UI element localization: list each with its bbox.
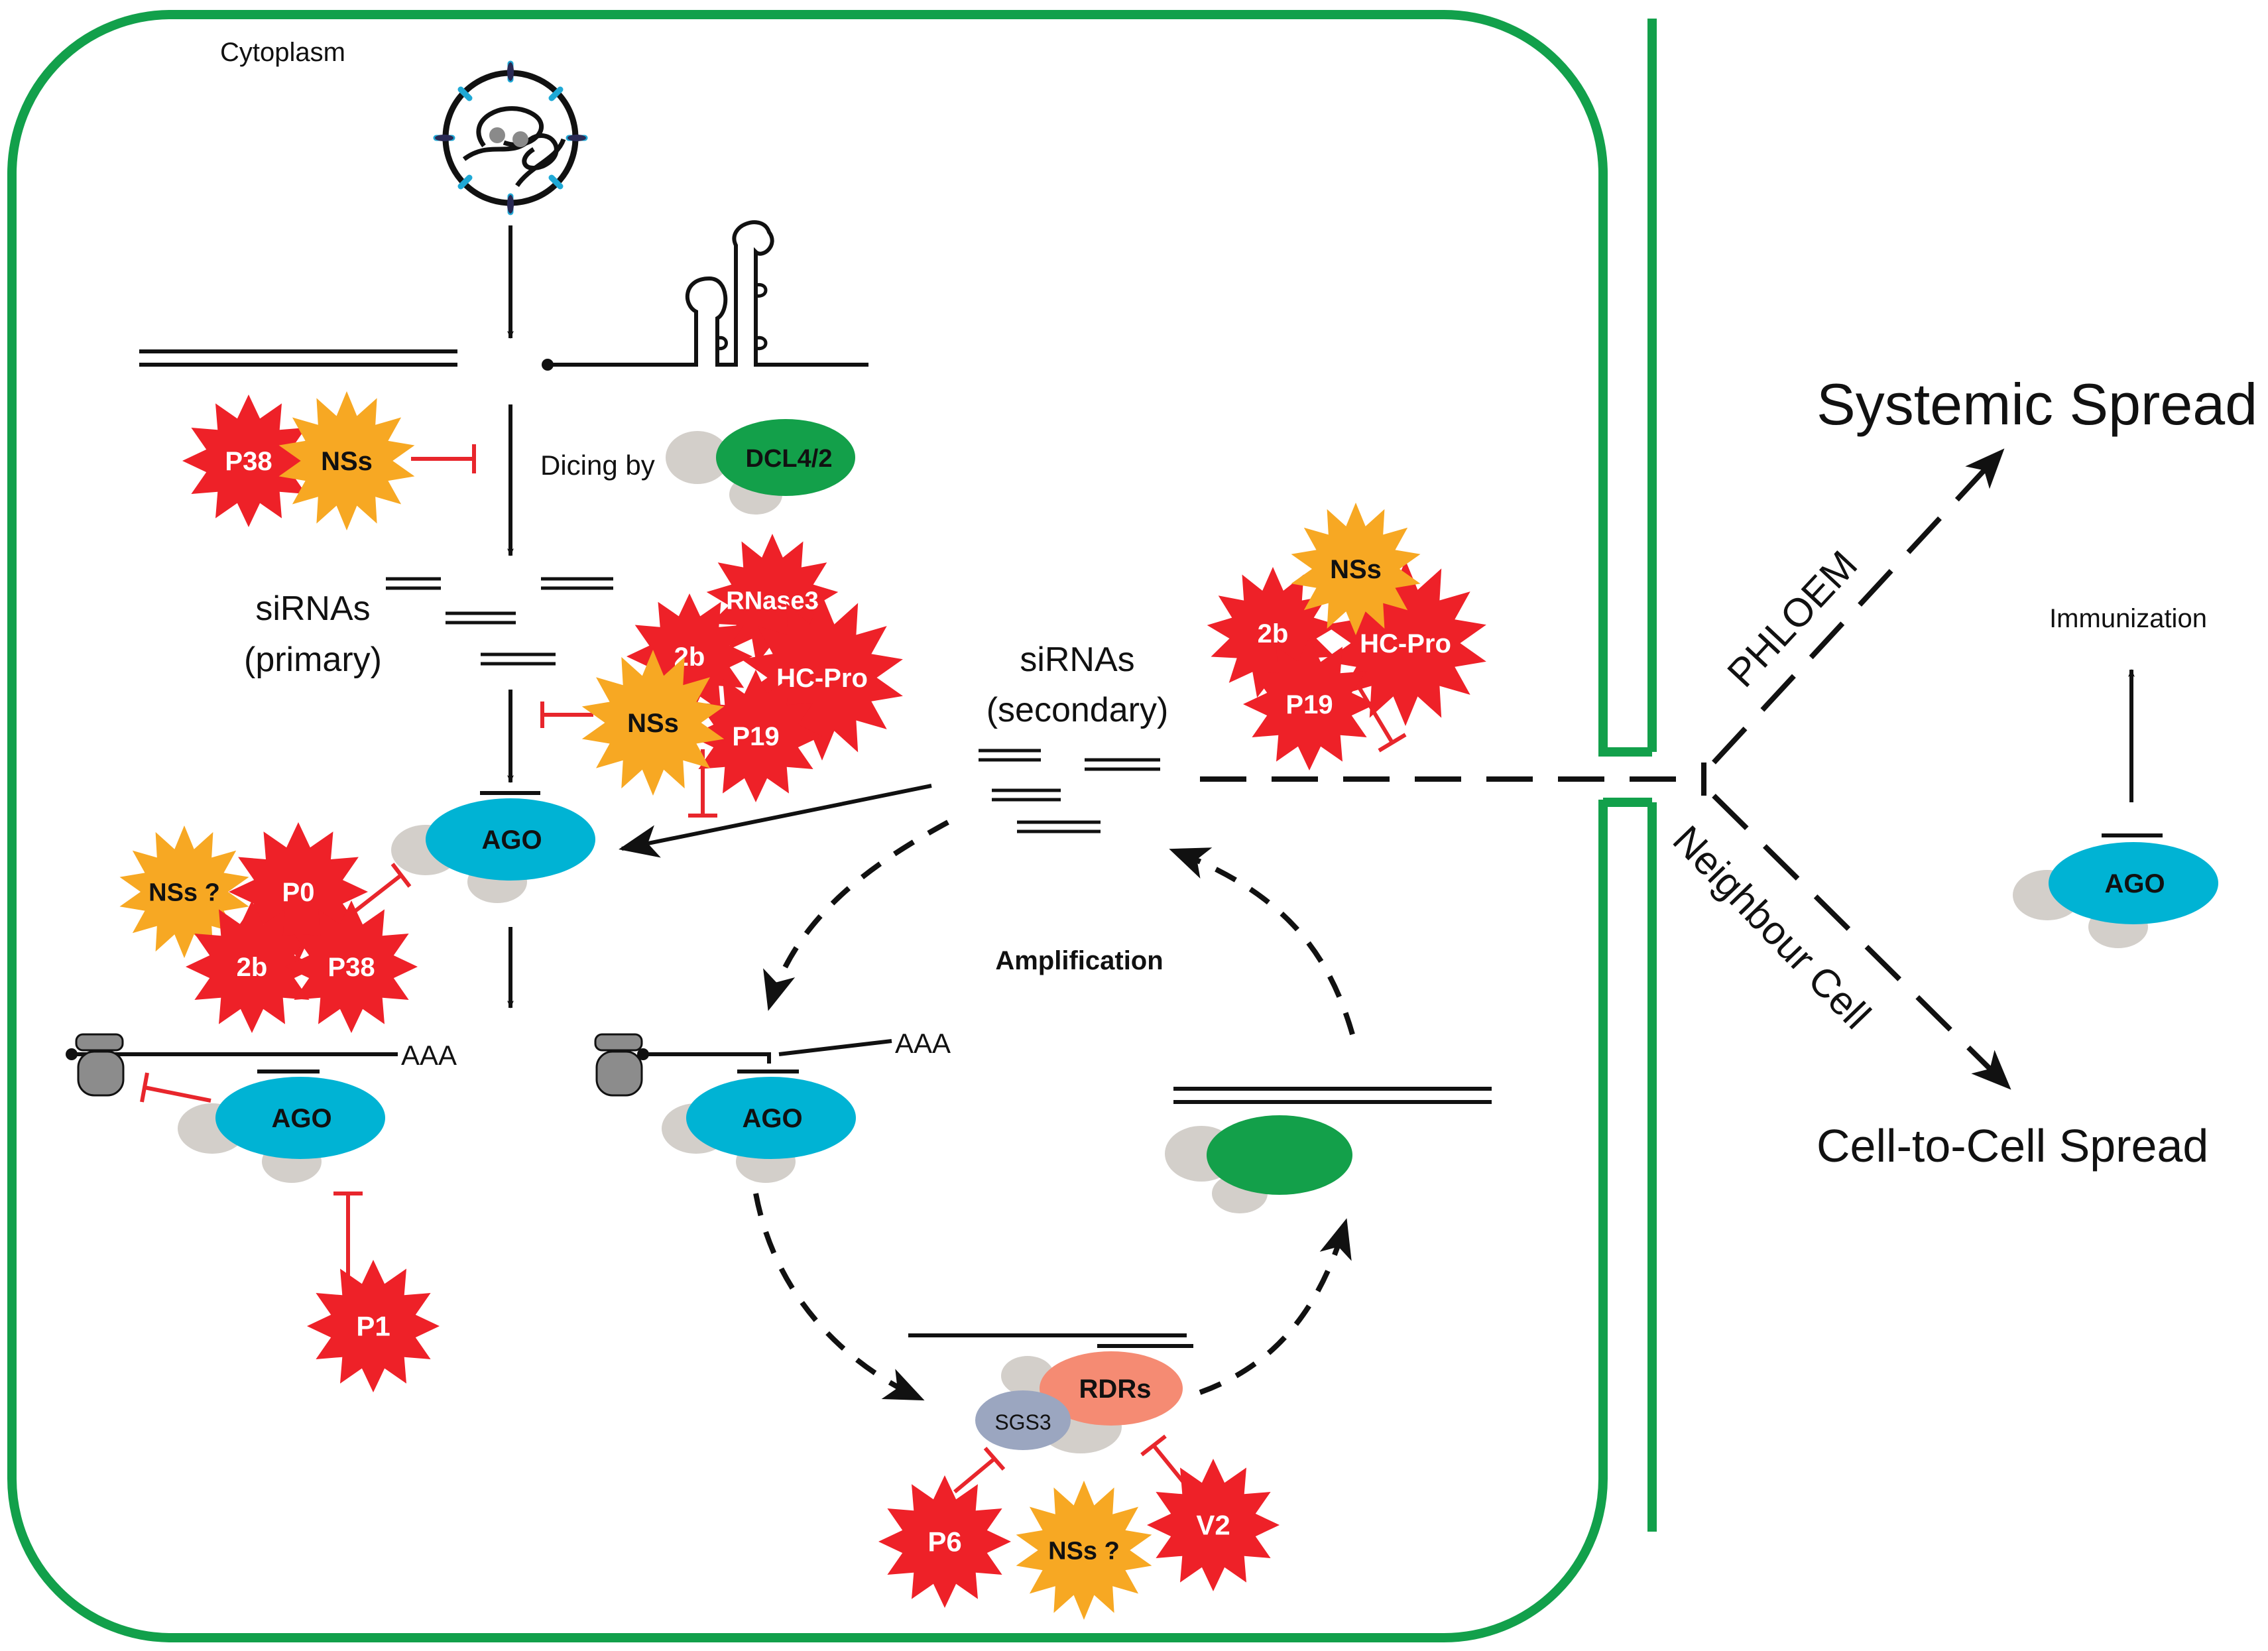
- p38-left-star: [285, 900, 418, 1033]
- twob-left-star: [186, 900, 318, 1033]
- nss-mid-star: [581, 650, 725, 796]
- dsrna-dcl-right: [1165, 1087, 1492, 1213]
- aaa-right-label: AAA: [895, 1028, 951, 1059]
- hcpro-mid-label: HC-Pro: [776, 664, 868, 693]
- p38-top-label: P38: [225, 447, 272, 476]
- ago-complex-left: AGO: [178, 1070, 385, 1183]
- ribosome-icon-left: [75, 1033, 125, 1097]
- nss-q-left-star: [119, 826, 249, 958]
- nss-q-bottom-label: NSs ?: [1048, 1537, 1120, 1565]
- v2-label: V2: [1196, 1510, 1230, 1541]
- sgs3-label: SGS3: [994, 1410, 1051, 1434]
- ago-complex-top: AGO: [391, 791, 595, 903]
- sirnas-secondary-label-2: (secondary): [986, 691, 1169, 729]
- hairpin-rna: [542, 220, 868, 371]
- phloem-label: PHLOEM: [1719, 542, 1866, 696]
- plasmodesma-channel: [1598, 663, 1652, 807]
- p6-label: P6: [927, 1526, 961, 1558]
- sirnas-secondary-label-1: siRNAs: [1020, 641, 1134, 679]
- ago-label-amplification: AGO: [742, 1104, 802, 1133]
- amplification-cycle: [753, 820, 1355, 1402]
- p38-left-label: P38: [328, 953, 375, 982]
- sirnas-primary-label-1: siRNAs: [255, 589, 370, 628]
- cytoplasm-label: Cytoplasm: [220, 38, 345, 67]
- dcl-complex: DCL4/2: [666, 419, 855, 515]
- p19-mid-label: P19: [732, 722, 779, 751]
- p0-star: [229, 822, 368, 961]
- ago-label-immunization: AGO: [2104, 869, 2165, 898]
- primary-sirnas: [386, 577, 613, 666]
- ago-complex-immunization: AGO: [2013, 833, 2218, 948]
- dicing-by-label: Dicing by: [540, 450, 655, 481]
- nss-top-label: NSs: [321, 447, 373, 476]
- immunization-label: Immunization: [2049, 604, 2207, 633]
- ribosome-icon-right: [594, 1033, 643, 1097]
- p1-label: P1: [356, 1311, 390, 1342]
- p6-star: [878, 1475, 1011, 1608]
- spread-paths: [1200, 448, 2011, 1090]
- ago-label-left: AGO: [271, 1104, 331, 1133]
- nss-mid-label: NSs: [627, 709, 679, 738]
- amplification-label: Amplification: [995, 946, 1163, 975]
- secondary-to-ago-arrow: [619, 784, 932, 858]
- p1-star: [307, 1260, 440, 1392]
- inhibition-lines: [140, 444, 1407, 1500]
- rdrs-label: RDRs: [1079, 1375, 1152, 1404]
- cell-wall: [7, 10, 1608, 1642]
- secondary-sirnas: [979, 749, 1160, 833]
- virus-particle-icon: [433, 60, 588, 215]
- p0-label: P0: [282, 878, 315, 907]
- nss-q-left-label: NSs ?: [149, 879, 220, 906]
- cell-to-cell-spread-label: Cell-to-Cell Spread: [1817, 1120, 2208, 1172]
- aaa-left-label: AAA: [401, 1040, 457, 1071]
- p19-mid-star: [689, 670, 822, 802]
- dcl-label: DCL4/2: [746, 445, 833, 473]
- sirnas-primary-label-2: (primary): [244, 641, 382, 679]
- twob-left-label: 2b: [237, 953, 268, 982]
- systemic-spread-label: Systemic Spread: [1817, 371, 2257, 437]
- p19-right-label: P19: [1285, 690, 1333, 719]
- rnase3-label: RNase3: [726, 587, 818, 615]
- nss-top-star: [278, 391, 415, 530]
- nss-right-label: NSs: [1330, 555, 1382, 584]
- hcpro-right-label: HC-Pro: [1360, 629, 1451, 658]
- v2-star: [1147, 1459, 1280, 1591]
- ago-complex-amplification: AGO: [662, 1070, 856, 1183]
- mrna-right: [594, 1033, 892, 1097]
- mrna-left: [66, 1033, 398, 1097]
- ago-label-top: AGO: [481, 826, 542, 855]
- dsrna-duplex: [139, 349, 457, 367]
- p19-right-star: [1243, 638, 1376, 770]
- nss-right-star: [1291, 503, 1421, 635]
- p38-top-star: [182, 395, 315, 527]
- nss-q-bottom-star: [1016, 1481, 1152, 1620]
- twob-mid-star: [627, 593, 752, 719]
- rdr-complex: RDRs SGS3: [908, 1333, 1193, 1453]
- twob-right-label: 2b: [1258, 619, 1289, 648]
